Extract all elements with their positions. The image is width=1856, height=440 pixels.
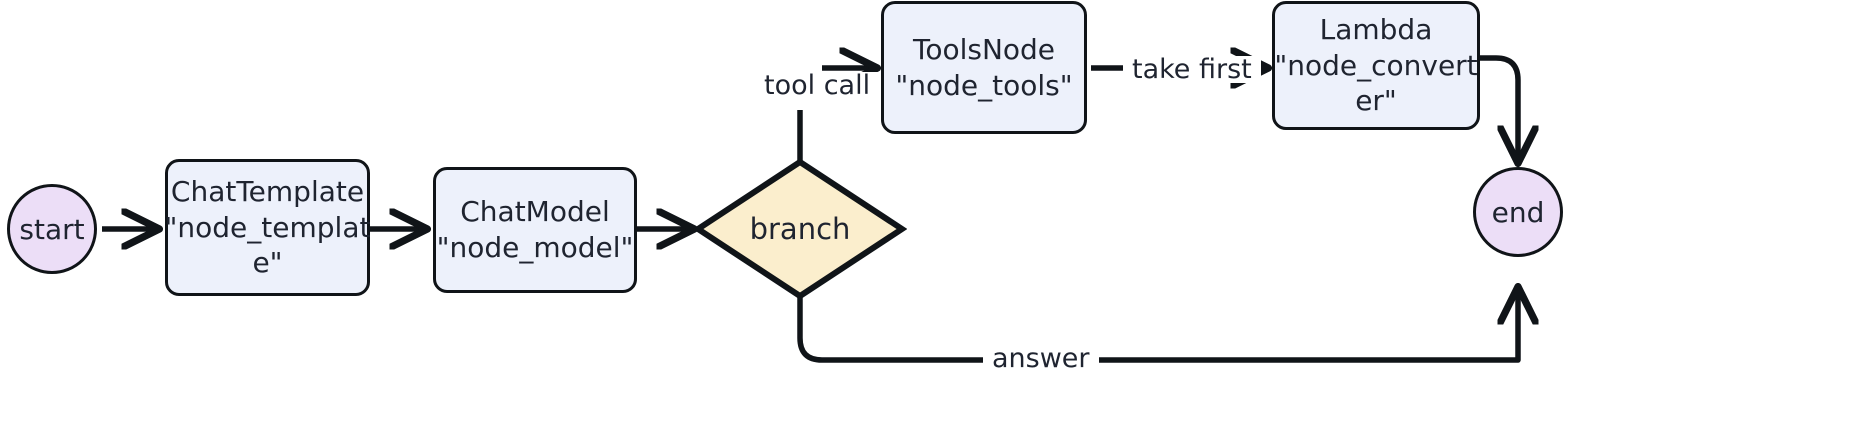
node-start-label: start <box>19 212 85 246</box>
node-chat-model-label: ChatModel"node_model" <box>431 194 640 266</box>
node-tools-node-line1: ToolsNode <box>912 32 1056 66</box>
edge-lambda-to-end <box>1424 55 1518 160</box>
edge-branch-to-end-answer <box>797 290 1518 363</box>
node-chat-template-line1: ChatTemplate <box>170 174 365 208</box>
edge-label-answer: answer <box>983 345 1099 372</box>
edge-label-tool-call-text: tool call <box>764 70 871 101</box>
node-branch[interactable]: branch <box>692 157 908 301</box>
node-lambda-converter-line2: "node_convert <box>1274 48 1478 82</box>
node-tools-node-line2: "node_tools" <box>895 68 1073 102</box>
edge-label-take-first-text: take first <box>1132 54 1252 85</box>
node-chat-model-line2: "node_model" <box>436 231 634 264</box>
node-start[interactable]: start <box>7 184 97 274</box>
node-chat-model[interactable]: ChatModel"node_model" <box>433 167 637 293</box>
edge-label-take-first: take first <box>1123 56 1261 83</box>
node-end-label: end <box>1491 195 1545 229</box>
node-tools-node-label: ToolsNode"node_tools" <box>889 32 1078 104</box>
node-chat-template-line2: "node_templat <box>164 210 371 244</box>
node-end[interactable]: end <box>1473 167 1563 257</box>
node-branch-label: branch <box>749 212 851 246</box>
node-tools-node[interactable]: ToolsNode"node_tools" <box>881 1 1087 134</box>
edge-label-answer-text: answer <box>992 343 1090 374</box>
node-chat-template-line3: e" <box>252 246 283 280</box>
node-branch-label-wrap: branch <box>693 157 907 301</box>
node-lambda-converter-line3: er" <box>1355 84 1397 118</box>
edge-label-tool-call: tool call <box>755 70 880 101</box>
node-lambda-converter-line1: Lambda <box>1319 12 1433 46</box>
node-chat-model-line1: ChatModel <box>460 195 610 229</box>
branch-diamond-shape <box>692 158 908 300</box>
